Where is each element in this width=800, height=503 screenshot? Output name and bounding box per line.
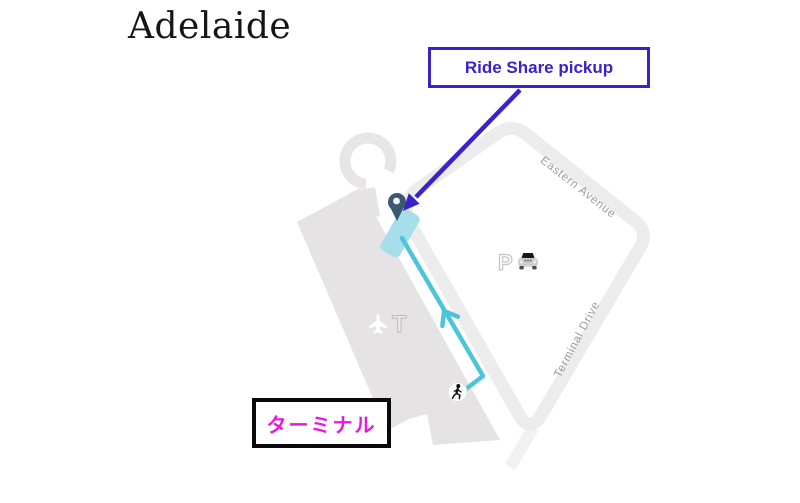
- terminal-letter: T: [392, 311, 407, 338]
- car-icon: [518, 253, 538, 270]
- ride-share-pickup-callout: Ride Share pickup: [428, 47, 650, 88]
- walking-person-icon: [447, 382, 468, 402]
- terminal-label: ターミナル: [266, 414, 377, 437]
- page-title: Adelaide: [128, 6, 292, 47]
- road-stub: [504, 424, 539, 471]
- terminal-building: [297, 188, 500, 445]
- callout-arrow: [403, 88, 522, 211]
- map-pin-icon: [388, 193, 406, 221]
- route-direction-arrow: [440, 308, 461, 329]
- callout-label: Ride Share pickup: [464, 57, 614, 77]
- roundabout-road: [339, 132, 397, 190]
- parking-icon: P: [498, 250, 513, 275]
- terminal-label-box: ターミナル: [252, 398, 391, 448]
- plane-icon: [369, 313, 387, 334]
- pickup-zone: [380, 208, 420, 258]
- walking-route: [399, 235, 486, 392]
